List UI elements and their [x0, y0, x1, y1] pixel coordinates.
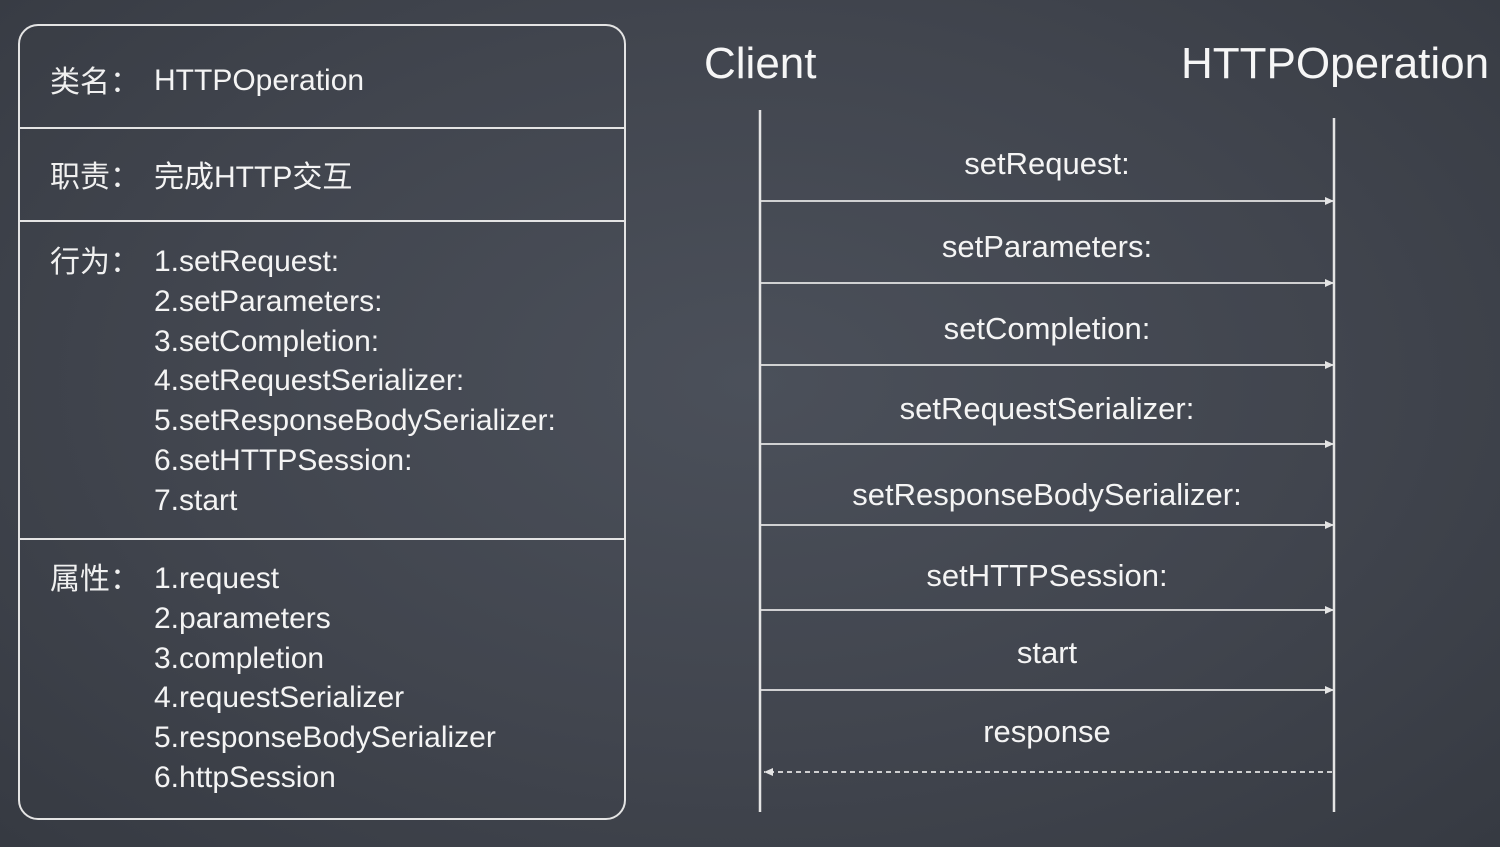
attribute-list: 1.request 2.parameters 3.completion 4.re…: [154, 559, 496, 798]
actor-client: Client: [704, 39, 817, 88]
message-label: setRequestSerializer:: [899, 391, 1195, 426]
attribute-section: 属性： 1.request 2.parameters 3.completion …: [20, 541, 624, 818]
responsibility-value: 完成HTTP交互: [154, 161, 353, 194]
attribute-label: 属性：: [50, 563, 140, 596]
card-divider: [20, 127, 624, 129]
behavior-item: 6.setHTTPSession:: [154, 443, 413, 477]
behavior-item: 1.setRequest:: [154, 245, 340, 278]
message-label: setCompletion:: [943, 311, 1151, 346]
attribute-item: 1.request: [154, 562, 280, 595]
card-divider: [20, 220, 624, 222]
behavior-item: 5.setResponseBodySerializer:: [154, 404, 556, 438]
behavior-section: 行为： 1.setRequest: 2.setParameters: 3.set…: [20, 223, 624, 541]
responsibility-section: 职责： 完成HTTP交互: [20, 130, 624, 223]
behavior-item: 7.start: [154, 483, 238, 517]
class-name-section: 类名： HTTPOperation: [20, 26, 624, 130]
actor-httpoperation: HTTPOperation: [1181, 39, 1490, 88]
message-label: setHTTPSession:: [926, 558, 1168, 593]
behavior-label: 行为：: [50, 246, 140, 279]
attribute-item: 2.parameters: [154, 601, 331, 635]
class-name-value: HTTPOperation: [154, 64, 365, 97]
message-label: start: [1016, 635, 1078, 670]
attribute-item: 3.completion: [154, 641, 325, 675]
attribute-item: 5.responseBodySerializer: [154, 721, 496, 755]
message-label: setParameters:: [941, 229, 1153, 264]
behavior-list: 1.setRequest: 2.setParameters: 3.setComp…: [154, 242, 556, 521]
card-divider: [20, 538, 624, 540]
class-card: 类名： HTTPOperation 职责： 完成HTTP交互 行为： 1.set…: [18, 24, 626, 820]
responsibility-label: 职责：: [50, 161, 140, 194]
behavior-item: 4.setRequestSerializer:: [154, 364, 465, 398]
class-name-label: 类名：: [50, 66, 140, 99]
message-label: response: [983, 714, 1111, 749]
behavior-item: 2.setParameters:: [154, 284, 383, 318]
message-label: setRequest:: [964, 146, 1130, 181]
message-label: setResponseBodySerializer:: [852, 477, 1242, 512]
attribute-item: 4.requestSerializer: [154, 681, 405, 715]
behavior-item: 3.setCompletion:: [154, 324, 380, 358]
attribute-item: 6.httpSession: [154, 760, 336, 794]
